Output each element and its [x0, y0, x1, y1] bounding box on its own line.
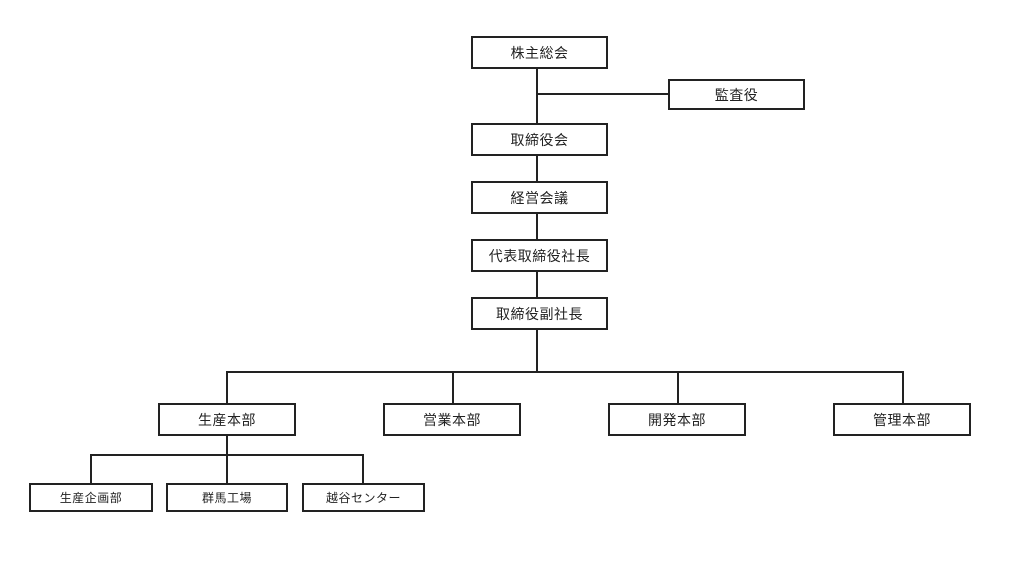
administration-department-box: 管理本部: [833, 403, 971, 436]
koshigaya-center-box: 越谷センター: [302, 483, 425, 512]
shareholders-meeting-box: 株主総会: [471, 36, 608, 69]
gunma-factory-box: 群馬工場: [166, 483, 288, 512]
auditor-box: 監査役: [668, 79, 805, 110]
connector-vp-down: [536, 329, 538, 372]
connector-to-koshigaya-center: [362, 454, 364, 484]
vice-president-box: 取締役副社長: [471, 297, 608, 330]
board-of-directors-box: 取締役会: [471, 123, 608, 156]
president-box: 代表取締役社長: [471, 239, 608, 272]
connector-to-production: [226, 371, 228, 404]
connector-to-planning: [90, 454, 92, 484]
connector-to-sales: [452, 371, 454, 404]
connector-to-administration: [902, 371, 904, 404]
connector-meeting-to-president: [536, 212, 538, 241]
development-department-box: 開発本部: [608, 403, 746, 436]
connector-production-down: [226, 434, 228, 455]
connector-to-development: [677, 371, 679, 404]
production-planning-box: 生産企画部: [29, 483, 153, 512]
connector-board-to-meeting: [536, 154, 538, 183]
connector-to-gunma-factory: [226, 454, 228, 484]
connector-departments-bus: [226, 371, 904, 373]
connector-main-trunk: [536, 67, 538, 125]
sales-department-box: 営業本部: [383, 403, 521, 436]
connector-auditor-branch: [537, 93, 669, 95]
production-department-box: 生産本部: [158, 403, 296, 436]
connector-president-to-vp: [536, 270, 538, 299]
management-meeting-box: 経営会議: [471, 181, 608, 214]
